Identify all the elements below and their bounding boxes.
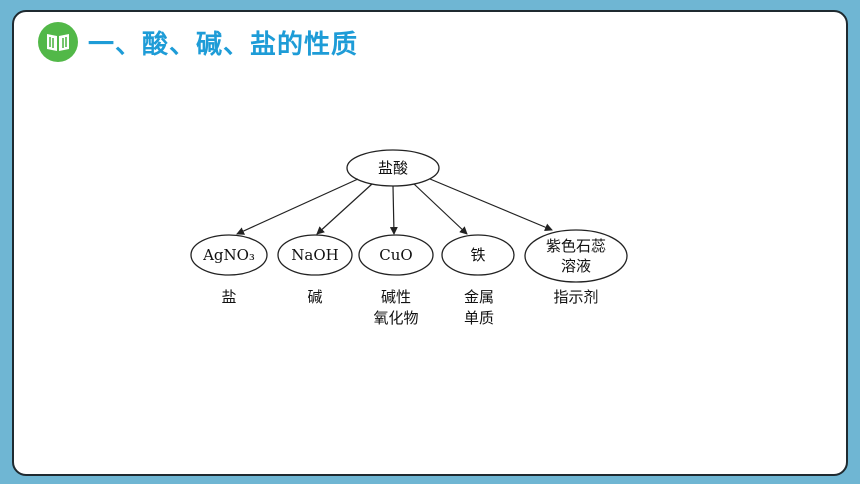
node-iron-label: 铁 [470, 246, 485, 264]
caption-indicator: 指示剂 [553, 288, 598, 306]
node-iron: 铁 [441, 234, 515, 276]
caption-base: 碱 [307, 288, 322, 306]
arrow-to-iron [413, 183, 468, 235]
root-node: 盐酸 [346, 149, 440, 187]
caption-metal-2: 单质 [464, 309, 494, 327]
arrow-to-agno3 [236, 178, 359, 235]
node-agno3: AgNO₃ [190, 234, 268, 276]
slide-card [12, 10, 848, 476]
caption-basic-2: 氧化物 [373, 309, 418, 327]
page-title: 一、酸、碱、盐的性质 [88, 29, 359, 60]
node-litmus: 紫色石蕊 溶液 [524, 229, 628, 283]
node-naoh-label: NaOH [291, 246, 338, 264]
node-agno3-label: AgNO₃ [202, 246, 255, 264]
caption-basic-1: 碱性 [381, 288, 411, 306]
root-label: 盐酸 [378, 159, 408, 177]
node-naoh: NaOH [277, 234, 353, 276]
node-cuo: CuO [358, 234, 434, 276]
node-litmus-label-1: 紫色石蕊 [546, 237, 606, 255]
node-cuo-label: CuO [379, 246, 412, 264]
caption-salt: 盐 [221, 288, 236, 306]
arrow-to-naoh [316, 183, 373, 235]
title-row: 一、酸、碱、盐的性质 [38, 22, 358, 62]
arrow-to-cuo [389, 185, 398, 235]
arrow-to-litmus [429, 178, 553, 231]
caption-metal-1: 金属 [464, 288, 494, 306]
node-litmus-label-2: 溶液 [561, 257, 591, 275]
book-icon [38, 22, 78, 62]
